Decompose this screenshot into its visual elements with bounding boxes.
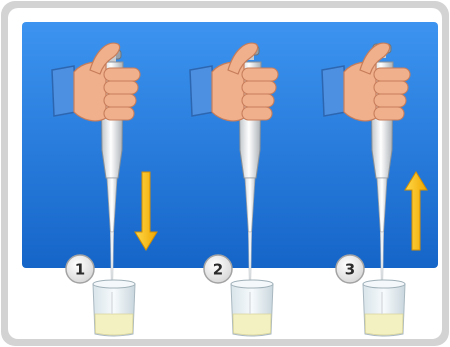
sleeve-cuff: [322, 66, 346, 116]
sleeve-cuff: [52, 66, 76, 116]
sleeve-cuff: [190, 66, 214, 116]
step-number-label: 2: [213, 261, 223, 279]
beaker-liquid: [365, 314, 403, 335]
beaker: [93, 280, 135, 336]
beaker-rim: [231, 280, 273, 288]
finger: [374, 81, 408, 94]
beaker: [231, 280, 273, 336]
finger: [104, 94, 136, 107]
finger: [242, 68, 278, 81]
beaker: [363, 280, 405, 336]
finger: [104, 107, 134, 120]
finger: [242, 81, 276, 94]
finger: [104, 68, 140, 81]
finger: [374, 94, 406, 107]
beaker-rim: [93, 280, 135, 288]
beaker-liquid: [95, 314, 133, 335]
beaker-liquid: [233, 314, 271, 335]
finger: [374, 68, 410, 81]
step-number-label: 1: [75, 261, 85, 279]
step-number-label: 3: [345, 261, 355, 279]
finger: [242, 94, 274, 107]
finger: [374, 107, 404, 120]
finger: [242, 107, 272, 120]
finger: [104, 81, 138, 94]
beaker-rim: [363, 280, 405, 288]
